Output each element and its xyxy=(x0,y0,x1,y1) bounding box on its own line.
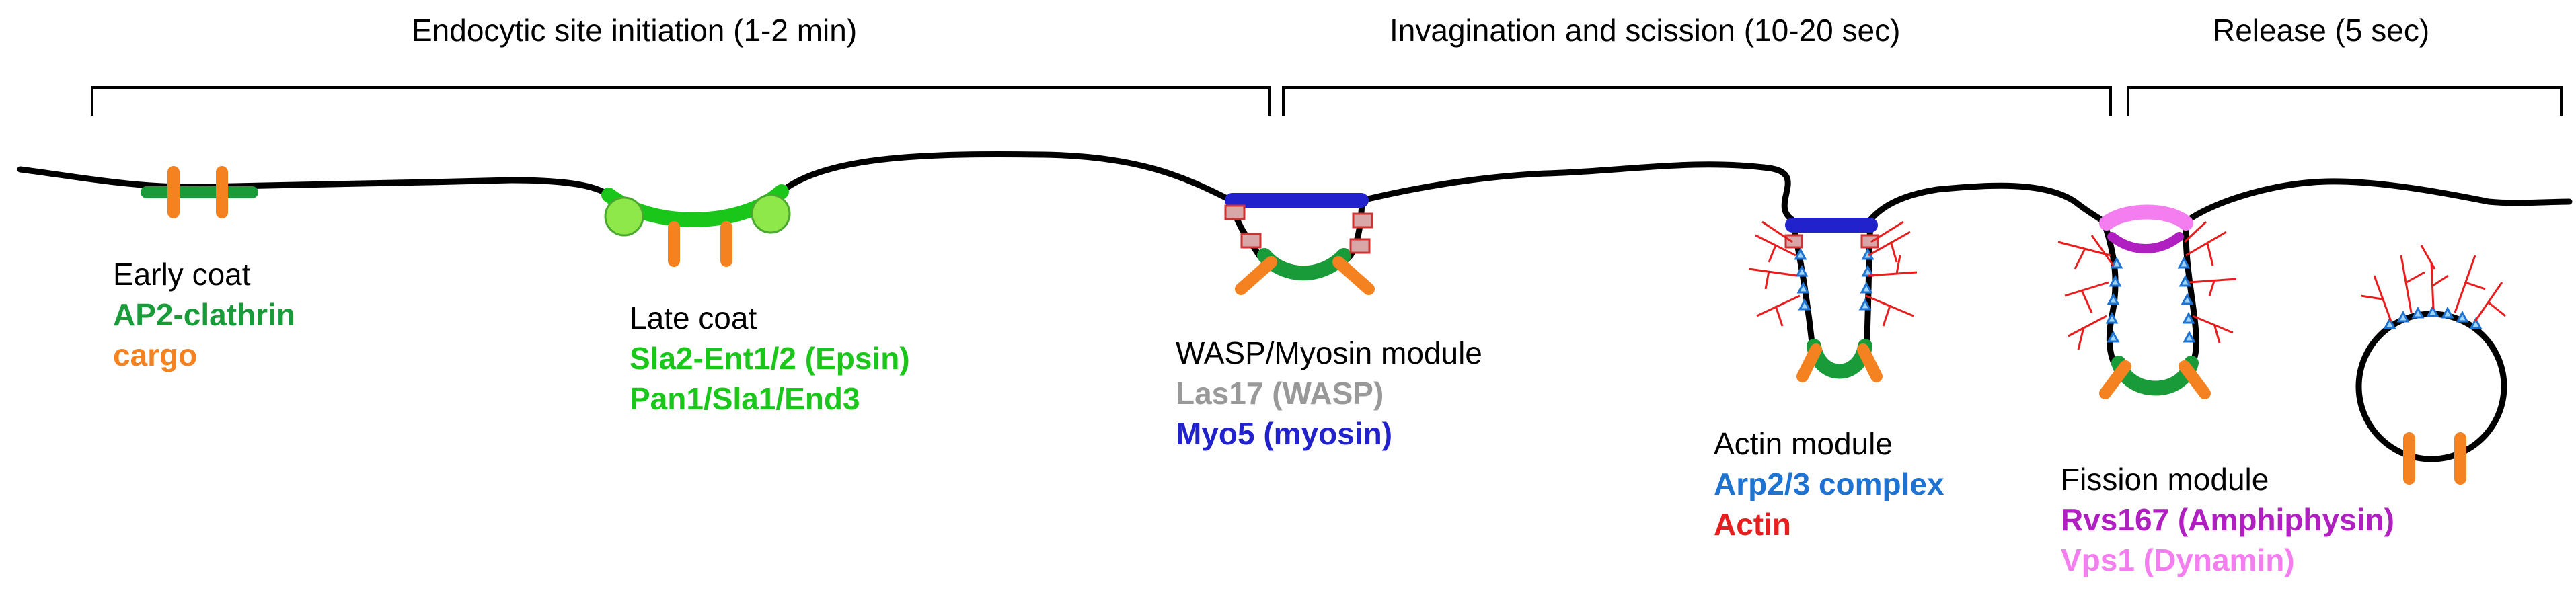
early-coat-line1: AP2-clathrin xyxy=(113,294,295,335)
arp23-triangle xyxy=(2111,277,2120,286)
cargo-bar xyxy=(2105,366,2125,393)
rvs167-band xyxy=(2112,237,2179,249)
wasp-box xyxy=(1862,235,1878,247)
wasp-box xyxy=(1351,239,1369,253)
early-coat-label: Early coat AP2-clathrin cargo xyxy=(113,254,295,375)
wasp-module-label: WASP/Myosin module Las17 (WASP) Myo5 (my… xyxy=(1176,333,1482,454)
early-coat-line2: cargo xyxy=(113,335,295,375)
late-coat-circle xyxy=(752,195,790,233)
actin-filaments xyxy=(2058,222,2236,350)
fission-module-line2: Vps1 (Dynamin) xyxy=(2061,540,2394,580)
wasp-module-line2: Myo5 (myosin) xyxy=(1176,413,1482,454)
late-coat-circle xyxy=(605,198,643,235)
phase-label-initiation: Endocytic site initiation (1-2 min) xyxy=(412,12,857,48)
bracket-release xyxy=(2128,87,2561,116)
phase-label-invagination: Invagination and scission (10-20 sec) xyxy=(1390,12,1900,48)
fission-module-title: Fission module xyxy=(2061,459,2394,499)
arp23-column xyxy=(2107,259,2194,341)
bracket-invagination xyxy=(1283,87,2111,116)
wasp-module-title: WASP/Myosin module xyxy=(1176,333,1482,373)
arp23-triangle xyxy=(2107,314,2117,323)
wasp-box xyxy=(1225,206,1244,219)
wasp-myosin-site xyxy=(1225,200,1372,289)
actin-filament xyxy=(2058,235,2113,350)
late-coat-line2: Pan1/Sla1/End3 xyxy=(630,378,910,419)
actin-module-title: Actin module xyxy=(1714,423,1944,464)
phase-brackets xyxy=(92,87,2561,116)
late-coat-title: Late coat xyxy=(630,298,910,338)
arp23-triangle xyxy=(2385,319,2394,328)
arp23-triangle xyxy=(2398,313,2408,321)
arp23-triangle xyxy=(2185,333,2194,341)
late-coat-site xyxy=(605,192,790,261)
actin-module-label: Actin module Arp2/3 complex Actin xyxy=(1714,423,1944,544)
released-vesicle xyxy=(2359,245,2505,479)
wasp-box xyxy=(1353,214,1372,227)
bracket-initiation xyxy=(92,87,1270,116)
cargo-bar xyxy=(1863,350,1877,376)
cargo-bar xyxy=(1241,262,1271,289)
fission-module-line1: Rvs167 (Amphiphysin) xyxy=(2061,499,2394,540)
late-coat-label: Late coat Sla2-Ent1/2 (Epsin) Pan1/Sla1/… xyxy=(630,298,910,419)
actin-module-line1: Arp2/3 complex xyxy=(1714,464,1944,504)
fission-module-label: Fission module Rvs167 (Amphiphysin) Vps1… xyxy=(2061,459,2394,580)
late-coat-line1: Sla2-Ent1/2 (Epsin) xyxy=(630,338,910,378)
actin-module-site xyxy=(1749,220,1917,376)
cargo-bar xyxy=(1803,350,1816,376)
vps1-ring xyxy=(2107,212,2186,224)
arp23-triangle xyxy=(2458,313,2467,321)
arp23-triangle xyxy=(2413,309,2423,317)
wasp-module-line1: Las17 (WASP) xyxy=(1176,373,1482,413)
actin-filaments xyxy=(1749,222,1917,326)
phase-label-release: Release (5 sec) xyxy=(2213,12,2429,48)
cargo-bar xyxy=(2185,366,2205,393)
early-coat-title: Early coat xyxy=(113,254,295,294)
wasp-box xyxy=(1242,234,1260,247)
plasma-membrane xyxy=(20,155,2569,222)
fission-module-site xyxy=(2058,212,2236,394)
early-coat-site xyxy=(147,172,252,212)
cargo-bar xyxy=(1338,262,1369,289)
actin-module-line2: Actin xyxy=(1714,504,1944,544)
vesicle xyxy=(2359,314,2504,459)
wasp-box xyxy=(1786,235,1802,247)
arp23-triangle xyxy=(2443,309,2452,317)
